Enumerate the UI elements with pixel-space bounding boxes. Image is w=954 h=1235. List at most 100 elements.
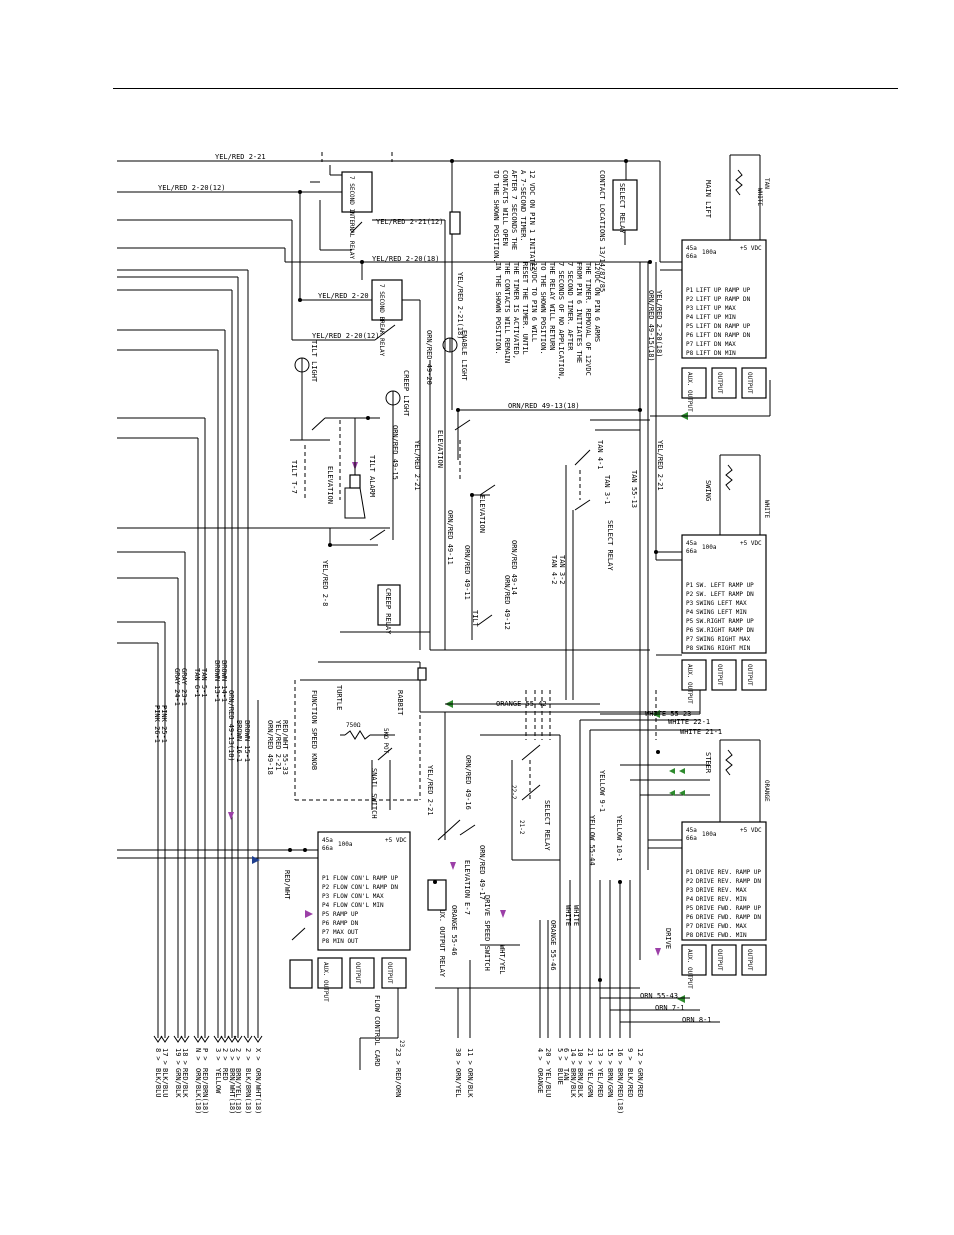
terminal-number: 5 > xyxy=(556,1048,564,1061)
svg-text:MIN OUT: MIN OUT xyxy=(333,938,359,945)
terminal-number: P > xyxy=(201,1048,209,1061)
svg-text:DRIVE REV. MAX: DRIVE REV. MAX xyxy=(696,887,747,894)
svg-text:P2: P2 xyxy=(686,878,694,885)
svg-text:P5: P5 xyxy=(322,911,330,918)
label-red-wht: RED/WHT xyxy=(283,870,291,900)
svg-text:P4: P4 xyxy=(322,902,330,909)
terminal-number: 2 > xyxy=(234,1048,242,1061)
svg-text:P1: P1 xyxy=(686,287,694,294)
svg-text:P5: P5 xyxy=(686,618,694,625)
tilt-light-label: TILT LIGHT xyxy=(310,340,318,383)
svg-text:MAX OUT: MAX OUT xyxy=(333,929,359,936)
svg-text:LIFT DN RAMP UP: LIFT DN RAMP UP xyxy=(696,323,751,330)
function-speed-label: FUNCTION SPEED KNOB xyxy=(310,690,318,770)
svg-text:P3: P3 xyxy=(686,887,694,894)
tan-main-label: TAN xyxy=(763,178,770,189)
label-white-a: WHITE xyxy=(572,905,580,926)
elevation-a-label: ELEVATION xyxy=(326,466,334,504)
terminal-number: 17 > xyxy=(161,1048,169,1065)
label-orn-5543: ORN 55-43 xyxy=(640,992,678,1000)
label-orange-5546: ORANGE 55-46 xyxy=(450,905,458,956)
svg-text:P3: P3 xyxy=(686,600,694,607)
svg-text:OUTPUT: OUTPUT xyxy=(386,962,393,984)
svg-text:12VDC ON PIN 6 ARMS: 12VDC ON PIN 6 ARMS xyxy=(593,262,601,342)
orange-steer-label: ORANGE xyxy=(763,780,770,802)
svg-text:FLOW CON'L RAMP UP: FLOW CON'L RAMP UP xyxy=(333,875,398,882)
select-relay-top-label: SELECT RELAY xyxy=(618,183,626,234)
label-orn-red-4915-18: ORN/RED 49-15(18) xyxy=(647,290,655,362)
svg-text:P4: P4 xyxy=(686,896,694,903)
label-tan-5513: TAN 55-13 xyxy=(630,470,638,508)
svg-text:P1: P1 xyxy=(322,875,330,882)
svg-text:DRIVE FWD. MAX: DRIVE FWD. MAX xyxy=(696,923,747,930)
label-orn-81: ORN 8-1 xyxy=(682,1016,712,1024)
svg-text:DRIVE FWD. RAMP UP: DRIVE FWD. RAMP UP xyxy=(696,905,761,912)
svg-text:SW. LEFT RAMP UP: SW. LEFT RAMP UP xyxy=(696,582,754,589)
main-lift-label: MAIN LIFT xyxy=(704,180,712,219)
svg-text:CONTACTS WILL OPEN: CONTACTS WILL OPEN xyxy=(501,170,509,246)
terminal-wire-color: YEL/BLU xyxy=(544,1068,552,1098)
label-orn-red-4911b: ORN/RED 49-11 xyxy=(463,545,471,600)
svg-text:FLOW CON'L MAX: FLOW CON'L MAX xyxy=(333,893,384,900)
svg-text:FLOW CON'L RAMP DN: FLOW CON'L RAMP DN xyxy=(333,884,398,891)
terminal-wire-color: GRN/RED xyxy=(636,1068,644,1098)
svg-text:SWING LEFT MAX: SWING LEFT MAX xyxy=(696,600,747,607)
label-orn-red-4915: ORN/RED 49-15 xyxy=(391,425,399,480)
terminal-wire-color: YEL/GRN xyxy=(586,1068,594,1098)
terminal-wire-color: ORN/BLK(18) xyxy=(194,1068,202,1114)
svg-text:THE TIMER. REMOVAL OF 12VDC: THE TIMER. REMOVAL OF 12VDC xyxy=(584,262,592,376)
bus-labels: BROWN 15-1 BROWN 16-1 BROWN 14-1 BROWN 1… xyxy=(153,660,251,762)
svg-text:AUX. OUTPUT: AUX. OUTPUT xyxy=(686,664,693,704)
swing-label: SWING xyxy=(704,480,712,501)
select-relay-low: SELECT RELAY 22-2 21-2 xyxy=(510,744,560,861)
svg-text:+5 VDC: +5 VDC xyxy=(740,540,762,547)
svg-text:100a: 100a xyxy=(702,249,717,256)
svg-text:SWING RIGHT MAX: SWING RIGHT MAX xyxy=(696,636,751,643)
internal-relay: 7 SECOND INTERNAL RELAY xyxy=(298,152,445,300)
label-gray-231: GRAY 23-1 xyxy=(180,668,188,706)
break-relay-label: 7 SECOND BREAK RELAY xyxy=(378,284,385,357)
elevation-c-label: ELEVATION xyxy=(478,495,486,533)
vertical-bus xyxy=(157,270,259,1038)
elevation-e7-label: ELEVATION E-7 xyxy=(463,860,471,915)
label-wht-yel: WHT/YEL xyxy=(498,945,506,975)
terminal-number: 8 > xyxy=(154,1048,162,1061)
terminal-wire-color: BLK/BRN(18) xyxy=(244,1068,252,1114)
svg-text:RESET THE TIMER. UNTIL: RESET THE TIMER. UNTIL xyxy=(521,262,529,355)
right-feed-wires xyxy=(638,161,682,960)
svg-text:P5: P5 xyxy=(686,905,694,912)
label-orn-red-4913-18: ORN/RED 49-13(18) xyxy=(508,402,580,410)
label-yelred-220-12b: YEL/RED 2-20(12) xyxy=(312,332,379,340)
label-yelred-220-18: YEL/RED 2-20(18) xyxy=(372,255,439,263)
svg-text:A 7-SECOND TIMER.: A 7-SECOND TIMER. xyxy=(519,170,527,242)
terminal-wire-color: ORN/BLK xyxy=(466,1068,474,1098)
svg-text:+5 VDC: +5 VDC xyxy=(740,827,762,834)
label-white-b: WHITE xyxy=(564,905,572,926)
svg-text:12 VDC ON PIN 1 INITATES: 12 VDC ON PIN 1 INITATES xyxy=(528,170,536,271)
swing-pot: SWING WHITE xyxy=(704,454,770,535)
terminal-number: 3 > xyxy=(214,1048,222,1061)
svg-text:P8: P8 xyxy=(322,938,330,945)
terminal-number: 15 > xyxy=(606,1048,614,1065)
flow-area-labels: YEL/RED 2-21 ORN/RED 49-18 RED/WHT 55-33… xyxy=(228,712,640,1038)
svg-text:IN THE SHOWN POSITION.: IN THE SHOWN POSITION. xyxy=(494,262,502,355)
svg-text:22-2: 22-2 xyxy=(510,785,517,800)
function-speed-area: TURTLE RABBIT FUNCTION SPEED KNOB SNAIL … xyxy=(294,680,421,819)
svg-text:OUTPUT: OUTPUT xyxy=(746,372,753,394)
tilt-alarm-label: TILT ALARM xyxy=(368,455,376,497)
svg-text:OUTPUT: OUTPUT xyxy=(716,949,723,971)
label-orn-red-4911: ORN/RED 49-11 xyxy=(446,510,454,565)
svg-text:DRIVE REV. RAMP DN: DRIVE REV. RAMP DN xyxy=(696,878,761,885)
svg-text:THE RELAY WILL RETURN: THE RELAY WILL RETURN xyxy=(548,262,556,351)
svg-text:100a: 100a xyxy=(702,831,717,838)
terminal-wire-color: BRN/BLK xyxy=(576,1068,584,1098)
terminal-number: N > xyxy=(194,1048,202,1061)
svg-text:FLOW CON'L MIN: FLOW CON'L MIN xyxy=(333,902,384,909)
label-red-wht-5533: RED/WHT 55-33 xyxy=(281,720,289,775)
label-white-221: WHITE 22-1 xyxy=(668,718,710,726)
terminal-wire-color: RED/BRN(18) xyxy=(201,1068,209,1114)
svg-text:66a: 66a xyxy=(322,845,333,852)
label-orn-71: ORN 7-1 xyxy=(655,1004,685,1012)
label-yelred-220-18b: YEL/RED 2-20(18) xyxy=(655,290,663,357)
